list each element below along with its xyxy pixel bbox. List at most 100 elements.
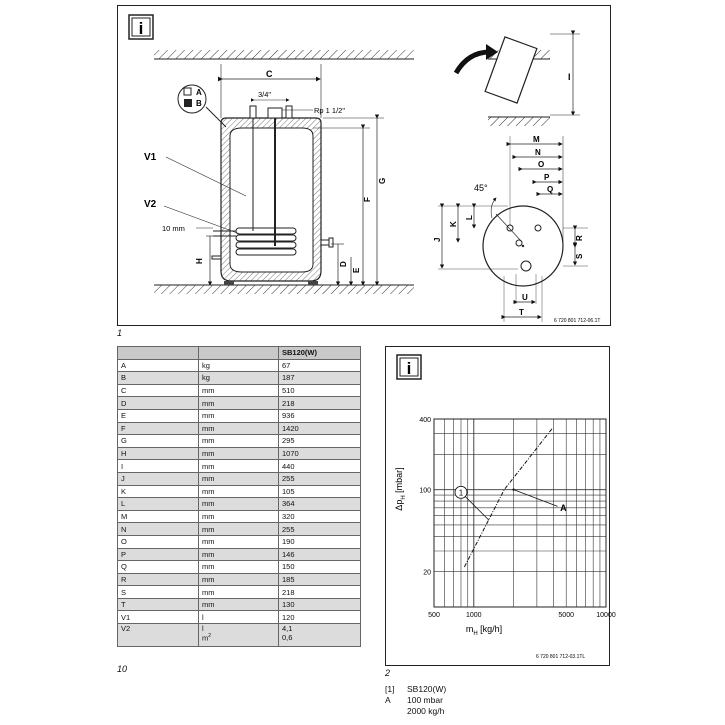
row-unit: kg bbox=[198, 371, 279, 385]
legend-item: [1]SB120(W) bbox=[385, 684, 608, 695]
row-key: L bbox=[117, 497, 199, 511]
svg-text:G: G bbox=[378, 178, 387, 184]
svg-text:S: S bbox=[575, 253, 584, 259]
row-value: 146 bbox=[278, 547, 361, 562]
row-unit: l bbox=[198, 610, 279, 625]
row-value: 255 bbox=[278, 522, 361, 536]
row-unit: mm bbox=[198, 434, 279, 448]
y-axis-label: ΔpH [mbar] bbox=[394, 467, 407, 510]
row-value: 185 bbox=[278, 572, 361, 587]
x-axis-label: mH [kg/h] bbox=[466, 624, 502, 637]
row-key: T bbox=[117, 597, 199, 612]
info-icon: i bbox=[128, 14, 154, 40]
svg-text:L: L bbox=[465, 215, 474, 220]
row-unit: mm bbox=[198, 597, 279, 612]
svg-text:B: B bbox=[196, 99, 202, 108]
row-value: 510 bbox=[278, 383, 361, 398]
series-point bbox=[503, 489, 505, 490]
row-key: J bbox=[117, 471, 199, 486]
svg-text:Q: Q bbox=[547, 185, 553, 194]
row-key: F bbox=[117, 421, 199, 436]
row-value: 255 bbox=[278, 471, 361, 486]
row-key: C bbox=[117, 383, 199, 398]
weight-icon: A B bbox=[177, 84, 227, 128]
row-key: V2 bbox=[117, 623, 199, 648]
row-unit: mm bbox=[198, 383, 279, 398]
row-key: A bbox=[117, 358, 199, 373]
row-key: G bbox=[117, 434, 199, 448]
figure-1-caption: 1 bbox=[117, 328, 123, 338]
row-value: 440 bbox=[278, 459, 361, 473]
figure-2-caption: 2 bbox=[385, 668, 391, 678]
row-value: 218 bbox=[278, 396, 361, 410]
row-unit: mm bbox=[198, 547, 279, 562]
row-value: 218 bbox=[278, 585, 361, 599]
svg-text:R: R bbox=[575, 235, 584, 241]
floor-hatch bbox=[154, 285, 414, 294]
tank-cross-section bbox=[211, 105, 334, 285]
svg-text:V1: V1 bbox=[144, 152, 157, 163]
row-value: 1070 bbox=[278, 446, 361, 461]
marker-A-leader bbox=[513, 489, 558, 507]
svg-text:V2: V2 bbox=[144, 199, 157, 210]
x-tick-label: 10000 bbox=[596, 612, 616, 619]
row-unit: mm bbox=[198, 421, 279, 436]
row-unit: mm bbox=[198, 572, 279, 587]
row-key: O bbox=[117, 534, 199, 549]
svg-text:N: N bbox=[535, 148, 541, 157]
row-value: 105 bbox=[278, 484, 361, 499]
row-key: D bbox=[117, 396, 199, 410]
row-key: E bbox=[117, 408, 199, 423]
marker-1-leader bbox=[460, 491, 490, 521]
svg-text:6 720 801 712-06.1T: 6 720 801 712-06.1T bbox=[554, 318, 600, 324]
x-tick-label: 1000 bbox=[466, 612, 482, 619]
svg-text:J: J bbox=[433, 238, 442, 242]
row-value: 364 bbox=[278, 497, 361, 511]
row-key: H bbox=[117, 446, 199, 461]
svg-text:M: M bbox=[533, 135, 540, 144]
row-key: Q bbox=[117, 560, 199, 574]
table-header-row: SB120(W) bbox=[117, 346, 361, 360]
svg-text:6 720 801 712-03.1TL: 6 720 801 712-03.1TL bbox=[536, 654, 585, 660]
svg-text:D: D bbox=[339, 261, 348, 267]
row-value: 1420 bbox=[278, 421, 361, 436]
x-tick-label: 5000 bbox=[558, 612, 574, 619]
svg-text:A: A bbox=[196, 88, 202, 97]
row-unit: mm bbox=[198, 459, 279, 473]
svg-text:i: i bbox=[407, 359, 412, 378]
row-unit: mm bbox=[198, 497, 279, 511]
row-key: M bbox=[117, 509, 199, 524]
plot-frame bbox=[433, 418, 607, 608]
legend-text: 100 mbar bbox=[407, 695, 443, 705]
row-key: N bbox=[117, 522, 199, 536]
row-key: R bbox=[117, 572, 199, 587]
svg-text:U: U bbox=[522, 293, 528, 302]
svg-text:P: P bbox=[544, 173, 550, 182]
row-unit: mm bbox=[198, 560, 279, 574]
svg-text:10 mm: 10 mm bbox=[162, 224, 185, 233]
info-icon: i bbox=[396, 354, 422, 380]
row-value: 320 bbox=[278, 509, 361, 524]
tilted-tank bbox=[484, 36, 538, 104]
row-unit: mm bbox=[198, 396, 279, 410]
svg-text:E: E bbox=[352, 267, 361, 273]
svg-text:O: O bbox=[538, 160, 544, 169]
svg-text:3/4": 3/4" bbox=[258, 90, 271, 99]
row-unit: mm bbox=[198, 484, 279, 499]
